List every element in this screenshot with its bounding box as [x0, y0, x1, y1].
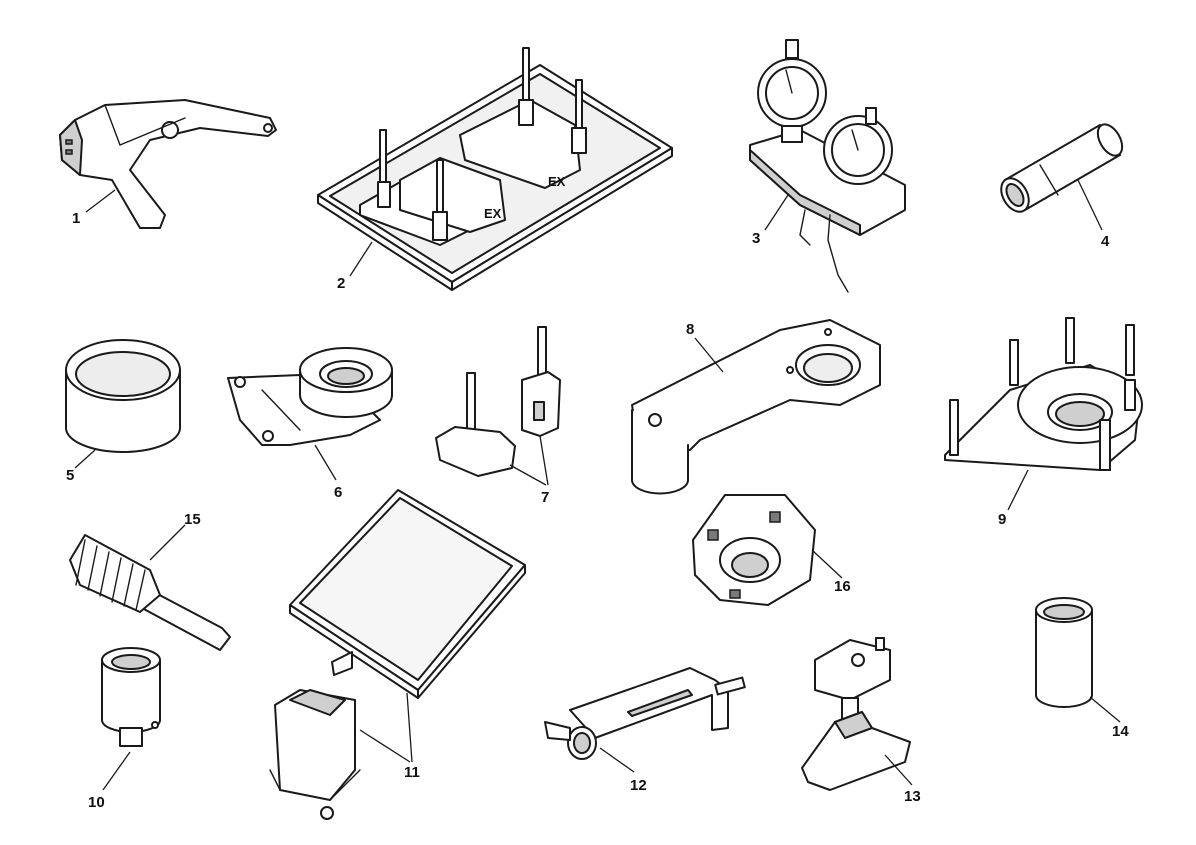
callout-11: 11 — [404, 764, 420, 781]
tray-posts — [377, 47, 587, 241]
tool-10-threaded-sleeve — [101, 647, 161, 747]
callout-2: 2 — [337, 275, 345, 292]
tool-6-cup-bracket — [227, 347, 393, 446]
callout-7: 7 — [541, 489, 549, 506]
leader-lines — [74, 179, 1121, 791]
callout-3: 3 — [752, 230, 760, 247]
tool-7-pin-pair — [435, 326, 561, 477]
callout-9: 9 — [998, 511, 1006, 528]
callout-12: 12 — [630, 777, 647, 794]
callout-13: 13 — [904, 788, 921, 805]
tool-9-stud-plate — [944, 317, 1143, 471]
tool-16-castellated-ring — [692, 494, 816, 606]
tool-13-t-handle-plate — [801, 637, 911, 791]
tool-11-tray-and-block — [269, 489, 526, 820]
embossed-label-ex-1: EX — [484, 206, 502, 221]
callout-5: 5 — [66, 467, 74, 484]
callout-8: 8 — [686, 321, 694, 338]
callout-1: 1 — [72, 210, 80, 227]
tool-3-dial-gauge-fixture — [749, 39, 906, 293]
shaft-threads — [75, 539, 146, 611]
callout-4: 4 — [1101, 233, 1110, 250]
tool-1-clamp-lever — [59, 99, 277, 229]
callout-6: 6 — [334, 484, 342, 501]
embossed-label-ex-2: EX — [548, 174, 566, 189]
callout-14: 14 — [1112, 723, 1129, 740]
tool-4-socket-tube — [1000, 123, 1124, 213]
tool-8-spanner-wrench — [631, 319, 881, 495]
callout-15: 15 — [184, 511, 201, 528]
plate-studs — [949, 317, 1136, 471]
tool-2-head-tray: EX EX — [317, 47, 673, 291]
tool-5-ring-sleeve — [65, 339, 181, 453]
callout-16: 16 — [834, 578, 851, 595]
tool-15-threaded-shaft — [69, 534, 231, 651]
callout-10: 10 — [88, 794, 105, 811]
tool-12-angle-bracket — [544, 667, 746, 760]
callout-labels: 1 2 3 4 5 6 7 8 9 10 11 12 13 14 15 16 — [66, 210, 1129, 811]
tool-14-tube — [1035, 597, 1093, 708]
